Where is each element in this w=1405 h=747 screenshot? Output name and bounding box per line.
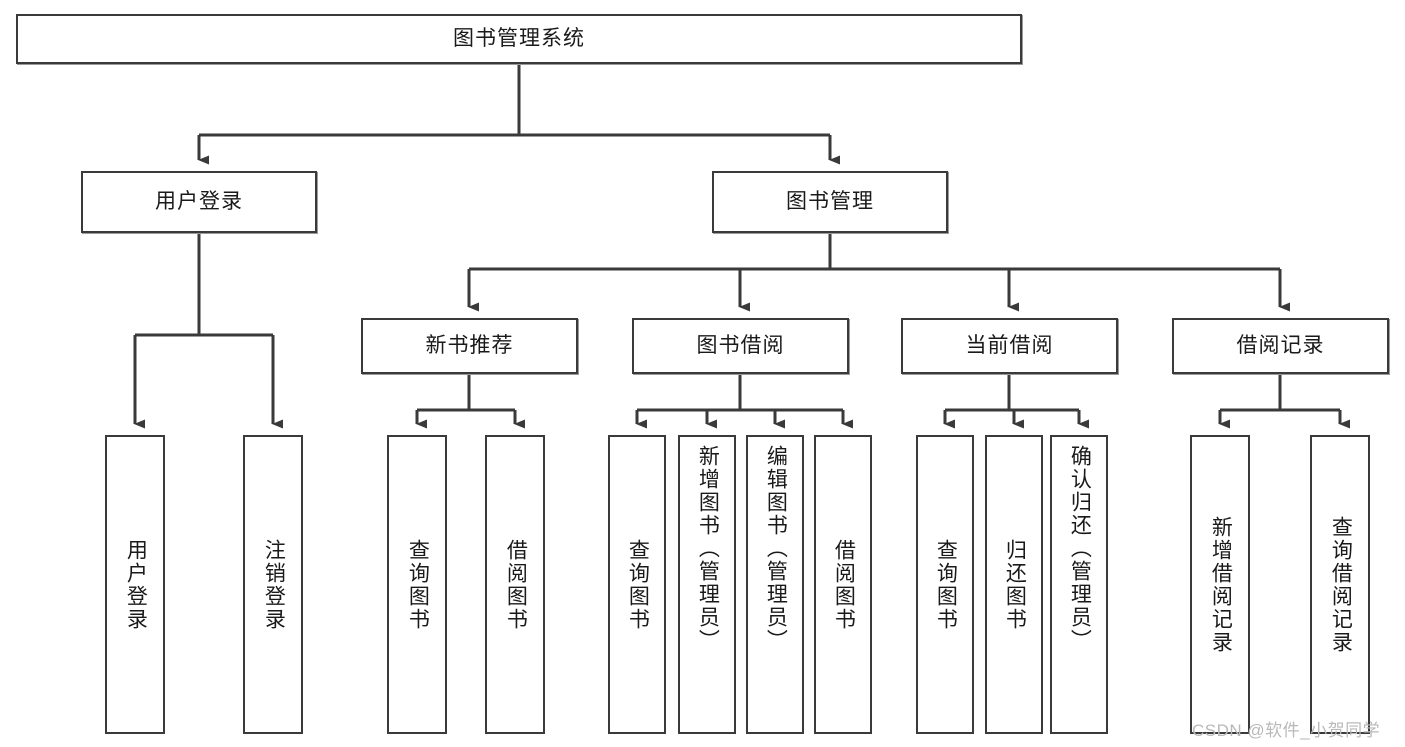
node-current-borrow[interactable]: 当前借阅 [901,318,1118,374]
node-label: 借阅记录 [1236,334,1325,358]
node-label: 新书推荐 [425,334,514,358]
node-label: 用户登录 [124,538,148,631]
node-label: 用户登录 [155,190,243,214]
node-label: 新增借阅记录 [1209,515,1233,654]
node-root-book-management-system[interactable]: 图书管理系统 [16,14,1022,64]
node-label: 图书借阅 [696,334,785,358]
node-leaf-add-book-admin[interactable]: 新增图书（管理员） [678,435,736,734]
node-label: 注销登录 [262,538,286,631]
node-label: 查询图书 [934,538,958,631]
node-borrow-records[interactable]: 借阅记录 [1172,318,1389,374]
node-label: 确认归还（管理员） [1068,445,1092,652]
node-leaf-edit-book-admin[interactable]: 编辑图书（管理员） [746,435,804,734]
node-book-borrow[interactable]: 图书借阅 [632,318,849,374]
node-label: 查询图书 [626,538,650,631]
node-label: 查询借阅记录 [1329,515,1353,654]
csdn-watermark: CSDN @软件_小贺同学 [1192,721,1381,740]
node-book-management[interactable]: 图书管理 [712,171,948,233]
node-leaf-query-book-recommend[interactable]: 查询图书 [387,435,447,734]
node-leaf-query-borrow-record[interactable]: 查询借阅记录 [1310,435,1370,734]
node-leaf-borrow-book[interactable]: 借阅图书 [814,435,872,734]
node-label: 查询图书 [406,538,430,631]
node-leaf-query-book-current[interactable]: 查询图书 [916,435,974,734]
node-leaf-logout[interactable]: 注销登录 [243,435,303,734]
node-label: 借阅图书 [504,538,528,631]
node-leaf-user-login[interactable]: 用户登录 [105,435,165,734]
node-leaf-return-book[interactable]: 归还图书 [985,435,1043,734]
node-label: 编辑图书（管理员） [764,445,788,652]
node-label: 归还图书 [1003,538,1027,631]
node-leaf-borrow-book-recommend[interactable]: 借阅图书 [485,435,545,734]
node-label: 新增图书（管理员） [696,445,720,652]
node-label: 图书管理 [786,190,874,214]
node-user-login[interactable]: 用户登录 [81,171,317,233]
node-leaf-add-borrow-record[interactable]: 新增借阅记录 [1190,435,1250,734]
node-label: 借阅图书 [832,538,856,631]
node-new-book-recommend[interactable]: 新书推荐 [361,318,578,374]
node-leaf-confirm-return-admin[interactable]: 确认归还（管理员） [1050,435,1108,734]
node-label: 当前借阅 [965,334,1054,358]
node-leaf-query-book-borrow[interactable]: 查询图书 [608,435,666,734]
node-label: 图书管理系统 [453,27,585,51]
